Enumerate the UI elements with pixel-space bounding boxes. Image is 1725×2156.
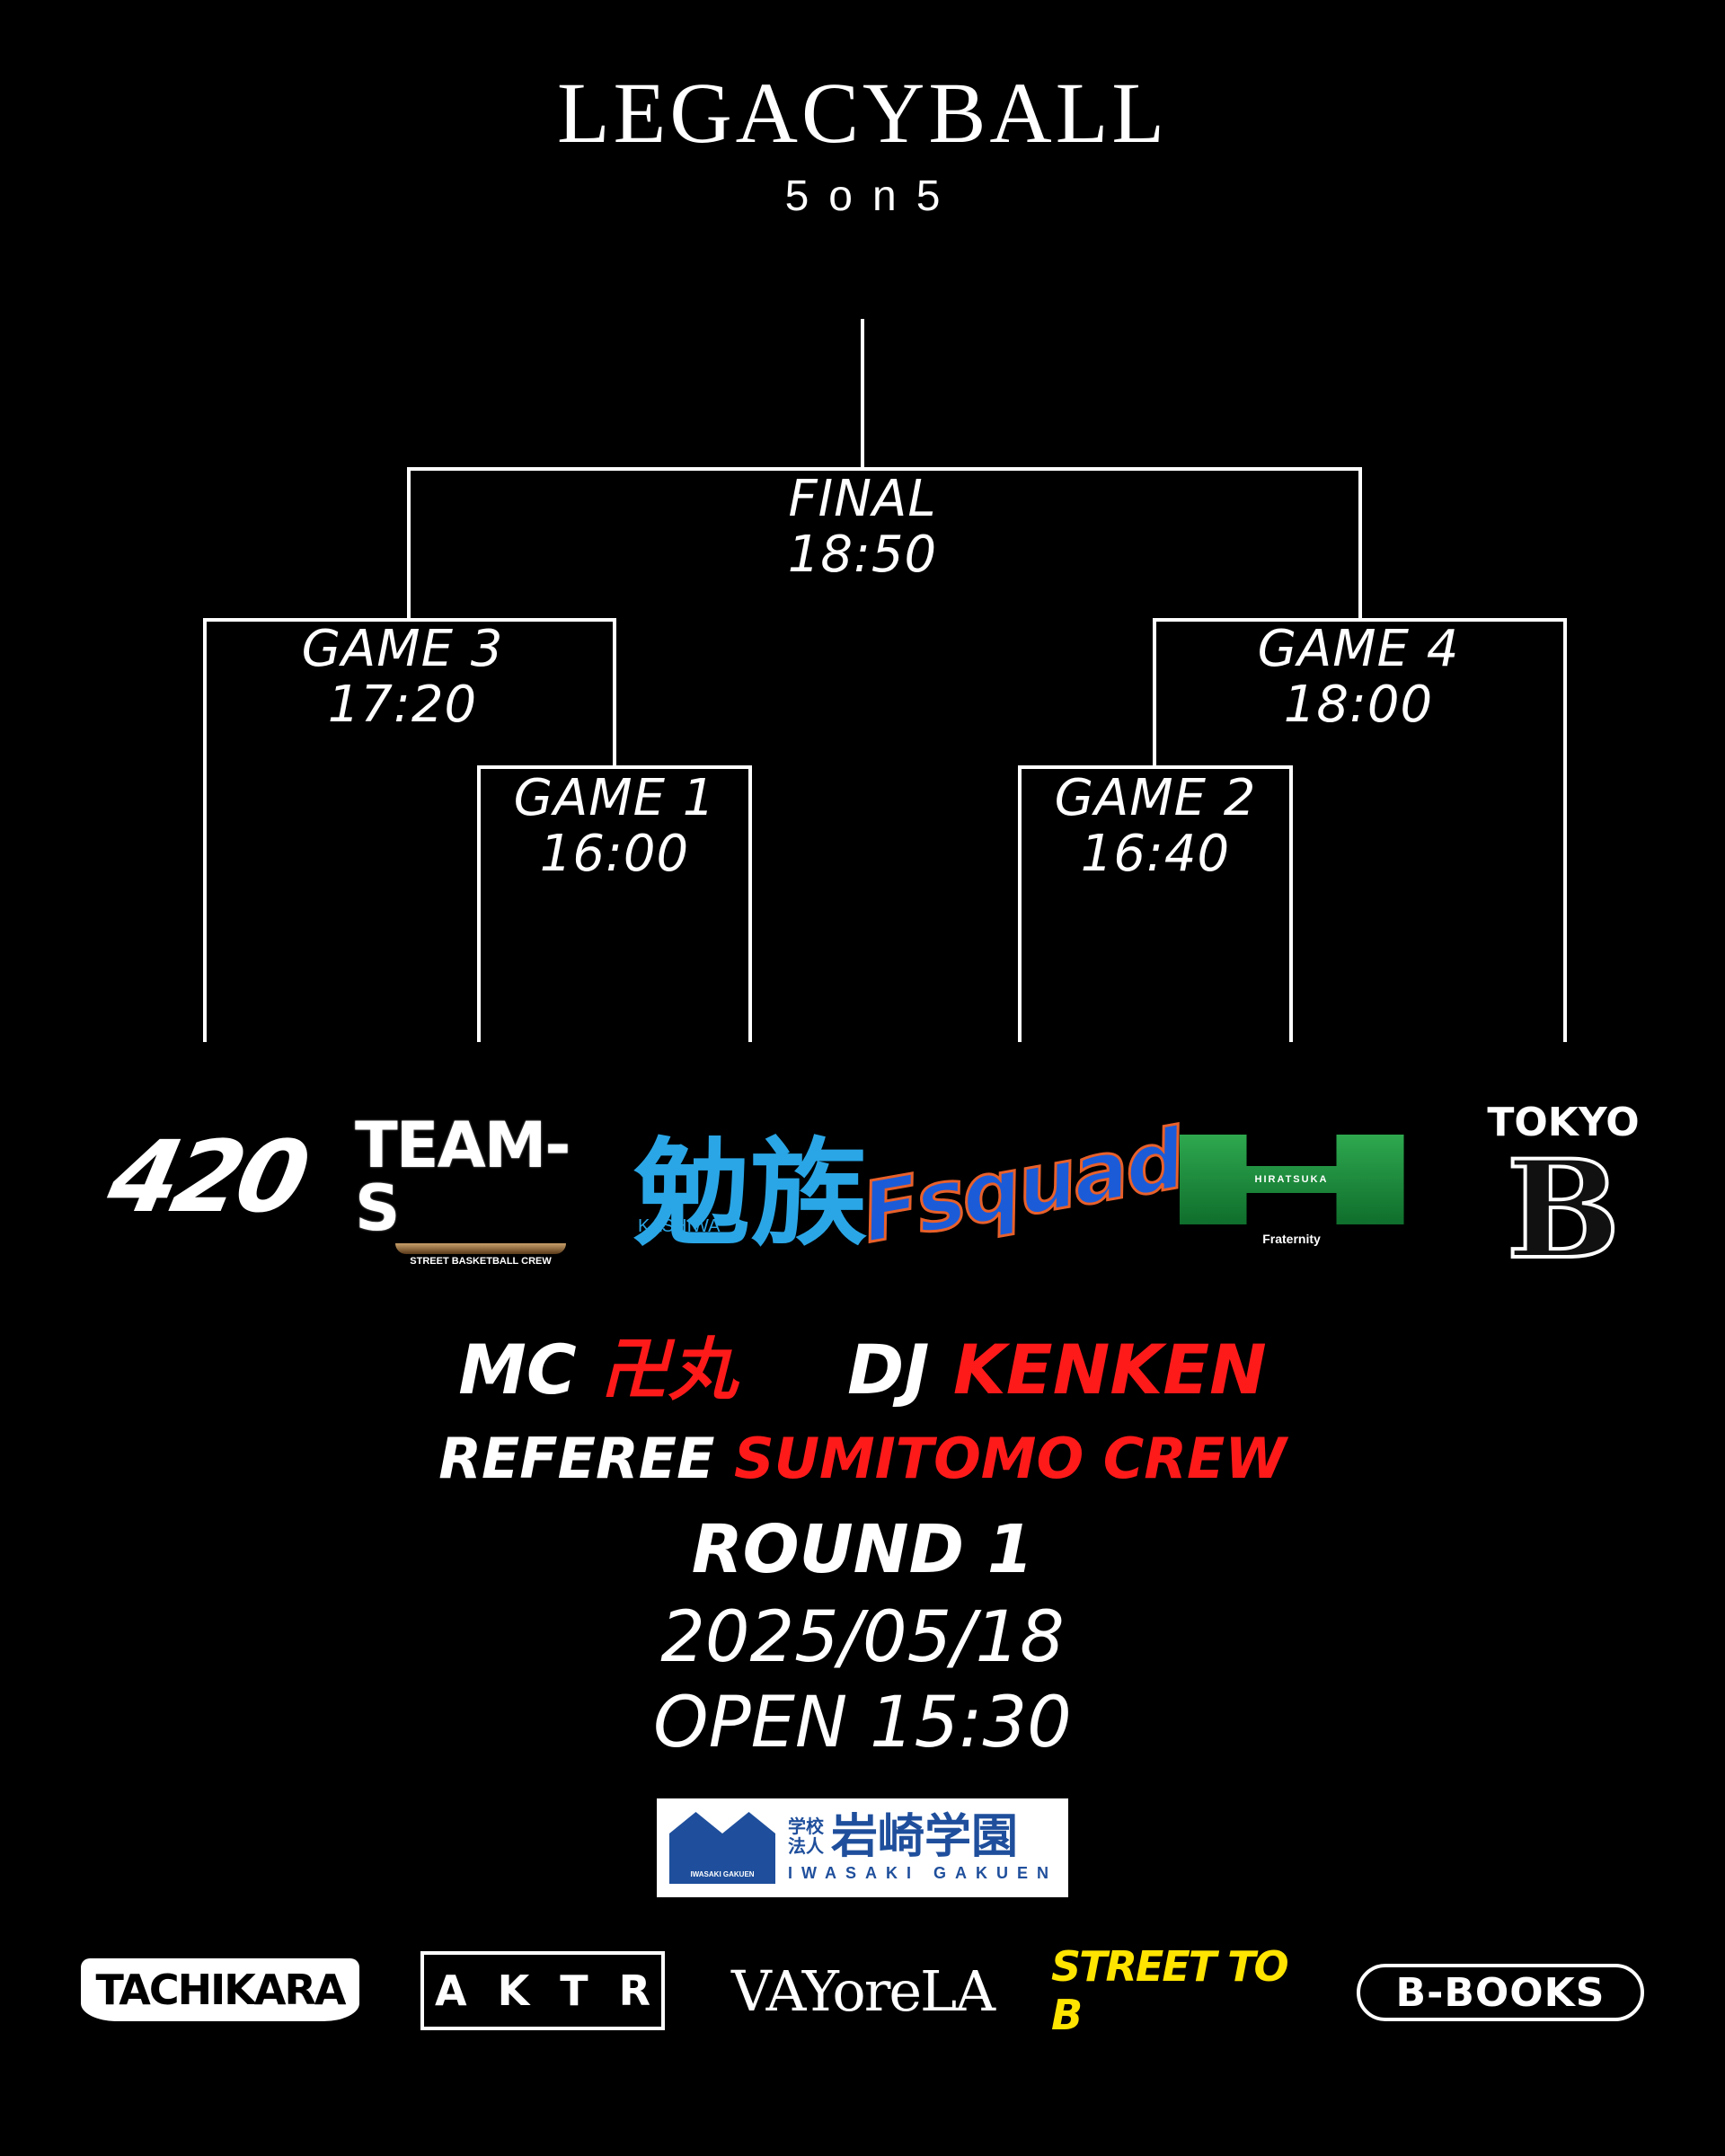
team-logo-420: 420: [99, 1119, 314, 1234]
team-logo-hiratsuka: HIRATSUKA Fraternity: [1172, 1123, 1411, 1258]
game1-time: 16:00: [539, 825, 690, 883]
team-logo-tokyo-b: TOKYO B: [1487, 1100, 1640, 1289]
final-label: FINAL 18:50: [728, 472, 997, 583]
game2-time: 16:40: [1080, 825, 1231, 883]
game4-time: 18:00: [1283, 676, 1434, 734]
sponsor-street-to-b: STREET TO B: [1051, 1942, 1289, 2039]
team-logo-team-s: TEAM-S STREET BASKETBALL CREW: [355, 1109, 571, 1267]
open-time: OPEN 15:30: [653, 1683, 1072, 1763]
referee-name: SUMITOMO CREW: [734, 1426, 1287, 1491]
sponsor-b-books: B-BOOKS: [1357, 1964, 1644, 2021]
mc-label: MC: [458, 1330, 577, 1409]
game3-title: GAME 3: [301, 620, 504, 678]
game3-label: GAME 3 17:20: [268, 622, 537, 733]
event-title: LEGACYBALL: [557, 65, 1168, 161]
team-logo-fsquad: Fsquad: [854, 1109, 1190, 1263]
dj-name: KENKEN: [952, 1330, 1267, 1409]
final-time: 18:50: [787, 526, 938, 584]
staff-line-referee: REFEREE SUMITOMO CREW: [0, 1428, 1725, 1489]
team-logo-benzoku: 勉族 KASHIWA: [632, 1125, 867, 1262]
sponsor-tachikara: TACHIKARA: [81, 1945, 359, 2035]
game1-label: GAME 1 16:00: [480, 771, 749, 882]
final-title: FINAL: [788, 470, 937, 528]
game4-label: GAME 4 18:00: [1224, 622, 1493, 733]
iwasaki-emblem: IWASAKI GAKUEN: [690, 1870, 755, 1878]
dj-label: DJ: [847, 1330, 930, 1409]
event-subtitle: 5on5: [784, 172, 960, 220]
game4-title: GAME 4: [1257, 620, 1460, 678]
game3-time: 17:20: [327, 676, 478, 734]
referee-label: REFEREE: [438, 1426, 715, 1491]
game2-label: GAME 2 16:40: [1021, 771, 1290, 882]
event-date: 2025/05/18: [660, 1597, 1065, 1678]
mc-name: 卍丸: [600, 1330, 738, 1409]
venue-sponsor-iwasaki: IWASAKI GAKUEN 学校 法人 岩崎学園 IWASAKI GAKUEN: [657, 1798, 1068, 1897]
round-label: ROUND 1: [691, 1511, 1034, 1588]
sponsor-vayorela: VAYoreLA: [731, 1957, 995, 2024]
staff-line-mc-dj: MC 卍丸 DJ KENKEN: [0, 1334, 1725, 1406]
game1-title: GAME 1: [513, 769, 716, 827]
sponsor-aktr: AKTR: [420, 1951, 665, 2030]
game2-title: GAME 2: [1054, 769, 1257, 827]
